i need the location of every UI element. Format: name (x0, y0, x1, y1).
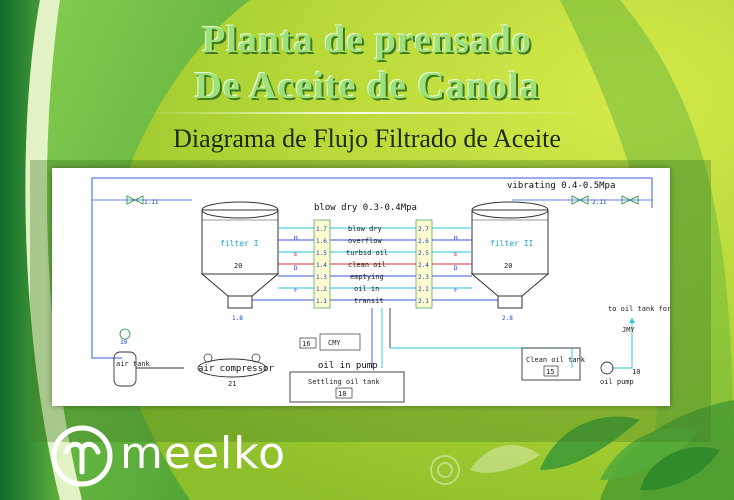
tag-19: 19 (120, 339, 128, 346)
tag-jmy: JMY (622, 326, 635, 334)
valve-tag-left: 1.3 (316, 274, 327, 281)
valve-tag-right: 2.1 (418, 298, 429, 305)
tag-2-8: 2.8 (502, 315, 513, 322)
side-tag: H (454, 235, 458, 242)
tag-21: 21 (228, 380, 236, 388)
valve-icon (126, 195, 144, 205)
tag-cmy: CMY (328, 339, 341, 347)
valve-tag-right: 2.2 (418, 286, 429, 293)
side-tag: E (294, 251, 298, 258)
settling-tank-label: Settling oil tank (308, 378, 380, 386)
title-divider (140, 112, 590, 114)
oil-pump: oil pump 10 (600, 361, 640, 386)
manifold-lines (252, 227, 498, 301)
row-label: emptying (350, 273, 384, 281)
row-label: turbid oil (346, 249, 388, 257)
tag-15: 15 (546, 368, 554, 376)
subtitle: Diagrama de Flujo Filtrado de Aceite (173, 124, 561, 153)
oil-pump-label: oil pump (600, 378, 634, 386)
side-tag: D (454, 265, 458, 272)
blow-dry-pressure-label: blow dry 0.3-0.4Mpa (314, 203, 417, 213)
valve-tag-left: 1.2 (316, 286, 327, 293)
valve-icon (621, 195, 639, 205)
tag-20-b: 20 (504, 262, 512, 270)
tag-20-a: 20 (234, 262, 242, 270)
air-compressor: air compressor 21 (197, 353, 274, 388)
air-tank-label: air tank (116, 360, 151, 368)
side-tag: F (454, 287, 458, 294)
title-line-2: De Aceite de Canola (194, 65, 540, 107)
filter-tank-1: filter I 20 1.8 (200, 201, 280, 322)
arrow-up-icon (629, 318, 635, 323)
clean-oil-tank-label: Clean oil tank (526, 356, 586, 364)
air-tank: air tank 19 (113, 328, 151, 387)
clean-oil-tank: Clean oil tank 15 (521, 347, 586, 381)
settling-tank: 16 CMY oil in pump Settling oil tank 18 (289, 333, 405, 403)
valve-tag-right: 2.6 (418, 238, 429, 245)
tag-18: 18 (338, 390, 346, 398)
tag-16: 16 (302, 340, 310, 348)
brand-name: meelko (120, 428, 287, 479)
air-compressor-label: air compressor (198, 364, 274, 374)
oil-in-pump-label: oil in pump (318, 361, 378, 371)
row-label: transit (354, 297, 384, 305)
valve-icon (571, 195, 589, 205)
valve-tag-left: 1.4 (316, 262, 327, 269)
valve-tag-right: 2.3 (418, 274, 429, 281)
valve-tag-right: 2.5 (418, 250, 429, 257)
side-tag: D (294, 265, 298, 272)
valve-tag-right: 2.4 (418, 262, 429, 269)
filter-2-label: filter II (490, 239, 534, 248)
valve-tag-left: 1.7 (316, 226, 327, 233)
row-label: overflow (348, 237, 383, 245)
valve-tag-left: 1.5 (316, 250, 327, 257)
tag-1-11: 1.11 (144, 199, 159, 206)
row-label: clean oil (348, 261, 386, 269)
valve-matrix: 1.7 1.6 1.5 1.4 1.3 1.2 1.1 blow dry ove… (313, 219, 433, 309)
row-label: blow dry (348, 225, 382, 233)
flow-diagram-panel: vibrating 0.4-0.5Mpa blow dry 0.3-0.4Mpa… (52, 168, 670, 406)
side-tag: F (294, 287, 298, 294)
tag-1-8: 1.8 (232, 315, 243, 322)
title-line-1: Planta de prensado (202, 19, 532, 61)
side-tag: H (294, 235, 298, 242)
vibrating-label: vibrating 0.4-0.5Mpa (507, 181, 615, 191)
meelko-logo-icon (51, 425, 113, 487)
flow-diagram: vibrating 0.4-0.5Mpa blow dry 0.3-0.4Mpa… (91, 177, 670, 403)
valve-tag-right: 2.7 (418, 226, 429, 233)
filter-tank-2: filter II 20 2.8 (470, 201, 550, 322)
valve-tag-left: 1.6 (316, 238, 327, 245)
tag-10: 10 (632, 368, 640, 376)
row-label: oil in (354, 285, 379, 293)
tag-2-11: 2.11 (592, 199, 607, 206)
valve-tag-left: 1.1 (316, 298, 327, 305)
filter-1-label: filter I (220, 239, 259, 248)
side-tag: E (454, 251, 458, 258)
pipe-outer-blue (91, 178, 122, 359)
leaf-decoration (540, 416, 640, 470)
to-storage-label: to oil tank for storage (608, 305, 670, 313)
